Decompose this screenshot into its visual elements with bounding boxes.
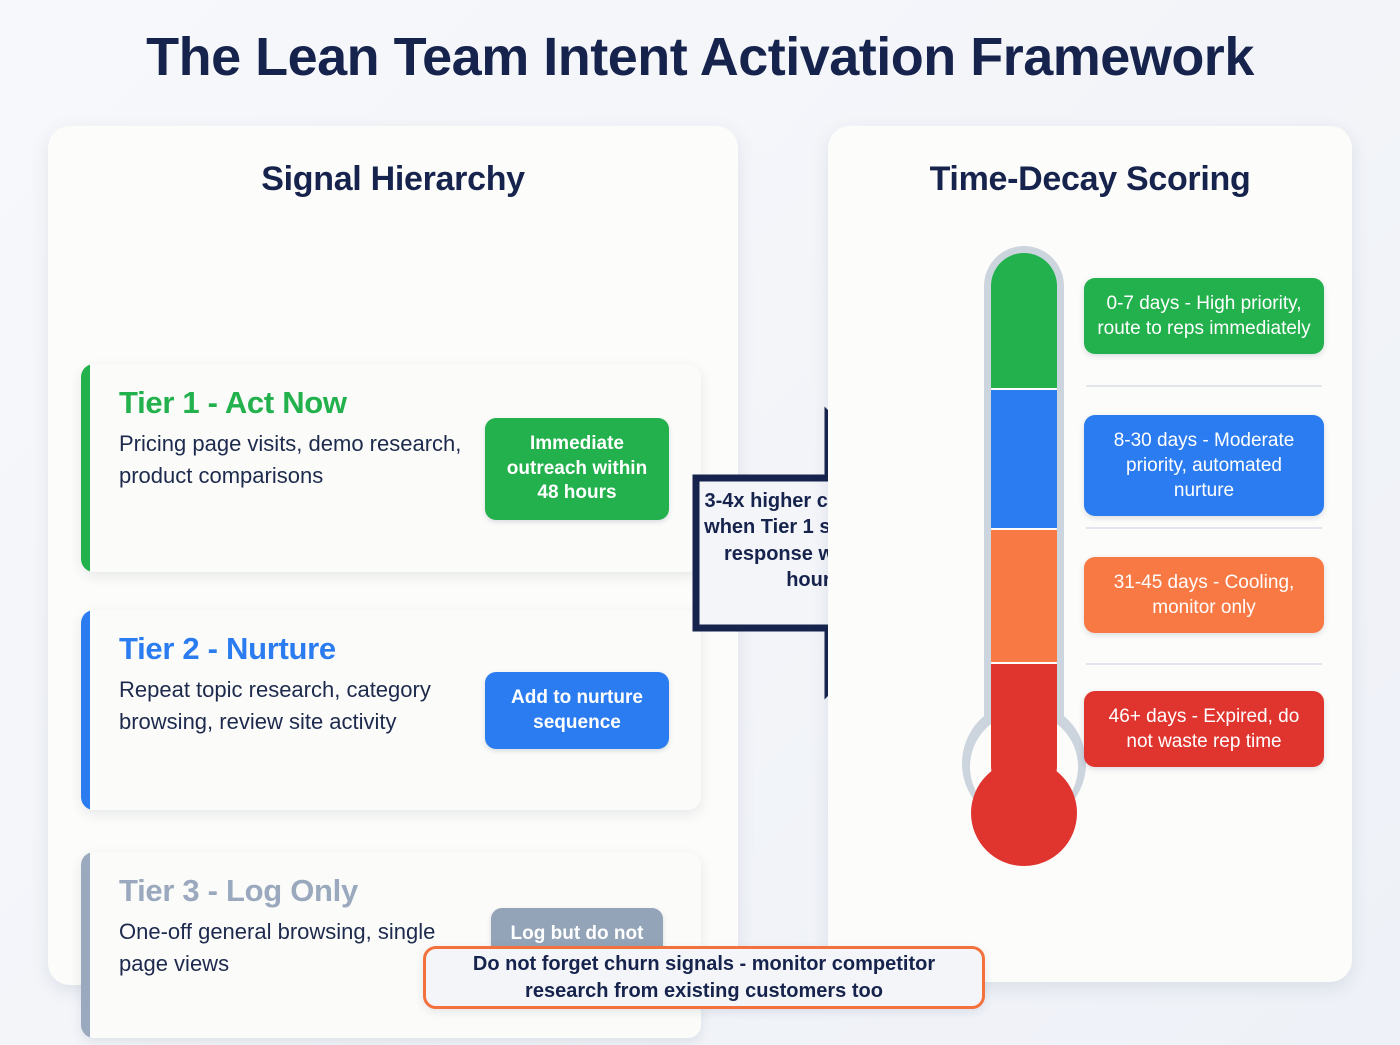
time-decay-scoring-title: Time-Decay Scoring [929,160,1251,198]
tier-2-description: Repeat topic research, category browsing… [119,677,431,734]
tier-2-card[interactable]: Tier 2 - Nurture Repeat topic research, … [81,610,701,810]
decay-level-46-plus-days[interactable]: 46+ days - Expired, do not waste rep tim… [1084,691,1324,768]
tier-1-accent-bar [81,364,90,572]
page-title: The Lean Team Intent Activation Framewor… [146,27,1254,87]
tier-2-heading: Tier 2 - Nurture [119,631,336,666]
signal-hierarchy-panel: Signal Hierarchy Tier 1 - Act Now Pricin… [48,126,738,1038]
tier-1-card[interactable]: Tier 1 - Act Now Pricing page visits, de… [81,364,701,572]
thermometer-icon [962,246,1086,894]
tier-1-heading: Tier 1 - Act Now [119,385,347,420]
tier-3-body: Tier 3 - Log Only One-off general browsi… [81,852,701,1002]
decay-level-8-30-days[interactable]: 8-30 days - Moderate priority, automated… [1084,415,1324,517]
churn-signal-note: Do not forget churn signals - monitor co… [423,946,985,1009]
tier-1-description: Pricing page visits, demo research, prod… [119,431,462,488]
signal-hierarchy-title: Signal Hierarchy [261,160,525,198]
tier-3-card[interactable]: Tier 3 - Log Only One-off general browsi… [81,852,701,1038]
decay-separator-3 [1086,663,1322,665]
tier-2-accent-bar [81,610,90,810]
tier-3-accent-bar [81,852,90,1038]
decay-level-0-7-days[interactable]: 0-7 days - High priority, route to reps … [1084,278,1324,355]
tier-3-description: One-off general browsing, single page vi… [119,919,436,976]
tier-2-action-badge[interactable]: Add to nurture sequence [485,672,669,750]
tier-1-body: Tier 1 - Act Now Pricing page visits, de… [81,364,701,514]
decay-separator-1 [1086,385,1322,387]
decay-separator-2 [1086,527,1322,529]
tier-1-action-badge[interactable]: Immediate outreach within 48 hours [485,418,669,521]
time-decay-scoring-panel: Time-Decay Scoring [828,126,1352,982]
churn-signal-note-text: Do not forget churn signals - monitor co… [472,952,936,1002]
decay-level-31-45-days[interactable]: 31-45 days - Cooling, monitor only [1084,557,1324,634]
tier-2-body: Tier 2 - Nurture Repeat topic research, … [81,610,701,760]
tier-3-heading: Tier 3 - Log Only [119,873,358,908]
